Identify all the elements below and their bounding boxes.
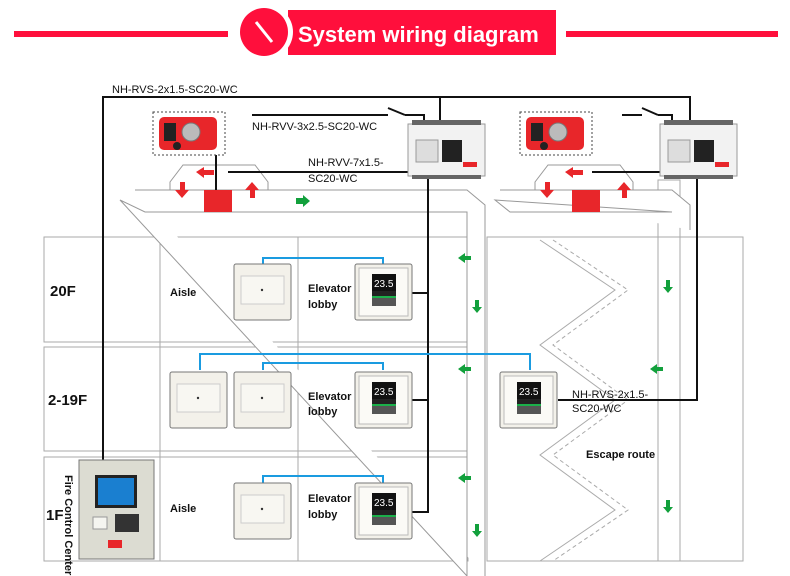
arrow-down-icon <box>540 182 554 198</box>
pressure-sensor <box>354 371 413 429</box>
airflow-arrow-icon <box>663 280 673 293</box>
sensor-reading: 23.5 <box>374 387 394 398</box>
pressure-detector <box>233 371 292 429</box>
header-rule-left <box>14 31 228 37</box>
room-label: Elevator <box>308 493 352 505</box>
cable-label: SC20-WC <box>572 403 622 415</box>
header: System wiring diagram <box>14 5 778 59</box>
page-title: System wiring diagram <box>298 22 539 47</box>
room-label: Fire Control Center <box>62 475 74 576</box>
pressure-detector <box>233 263 292 321</box>
stair-label: Escape route <box>586 449 655 461</box>
airflow-arrow-icon <box>296 195 310 207</box>
pressure-detector <box>233 482 292 540</box>
sensor-reading: 23.5 <box>374 498 394 509</box>
duct <box>119 164 691 576</box>
floor-label: 20F <box>50 283 76 300</box>
room-label: lobby <box>308 509 338 521</box>
room-label: lobby <box>308 299 338 311</box>
arrow-left-icon <box>196 167 214 178</box>
room-label: Elevator <box>308 283 352 295</box>
airflow-arrow-icon <box>650 364 663 374</box>
floor-label: 2-19F <box>48 392 87 409</box>
title-banner <box>288 10 556 55</box>
damper-actuator <box>519 111 593 156</box>
pressure-sensor <box>354 482 413 540</box>
sensor-reading: 23.5 <box>519 387 539 398</box>
clock-gauge-icon <box>239 5 293 59</box>
damper-actuator <box>152 111 226 156</box>
fan <box>204 190 232 212</box>
airflow-arrow-icon <box>663 500 673 513</box>
pressure-sensor <box>499 371 558 429</box>
fire-control-panel <box>78 459 155 560</box>
wiring <box>102 96 698 513</box>
cable-label: SC20-WC <box>308 173 358 185</box>
cable-label: NH-RVV-7x1.5- <box>308 157 384 169</box>
pressure-sensor <box>354 263 413 321</box>
stairwell <box>486 236 744 562</box>
fan <box>572 190 600 212</box>
cable-label: NH-RVS-2x1.5- <box>572 389 649 401</box>
room-label: Aisle <box>170 503 196 515</box>
room-label: lobby <box>308 406 338 418</box>
pressure-detector <box>169 371 228 429</box>
room-label: Aisle <box>170 287 196 299</box>
arrow-left-icon <box>565 167 583 178</box>
arrow-up-icon <box>245 182 259 198</box>
pressure-controller <box>659 119 738 180</box>
arrow-down-icon <box>175 182 189 198</box>
sensor-reading: 23.5 <box>374 279 394 290</box>
floor-label: 1F <box>46 507 64 524</box>
room-label: Elevator <box>308 391 352 403</box>
arrow-up-icon <box>617 182 631 198</box>
cable-label: NH-RVV-3x2.5-SC20-WC <box>252 121 377 133</box>
header-rule-right <box>566 31 778 37</box>
cable-label: NH-RVS-2x1.5-SC20-WC <box>112 84 238 96</box>
pressure-controller <box>407 119 486 180</box>
